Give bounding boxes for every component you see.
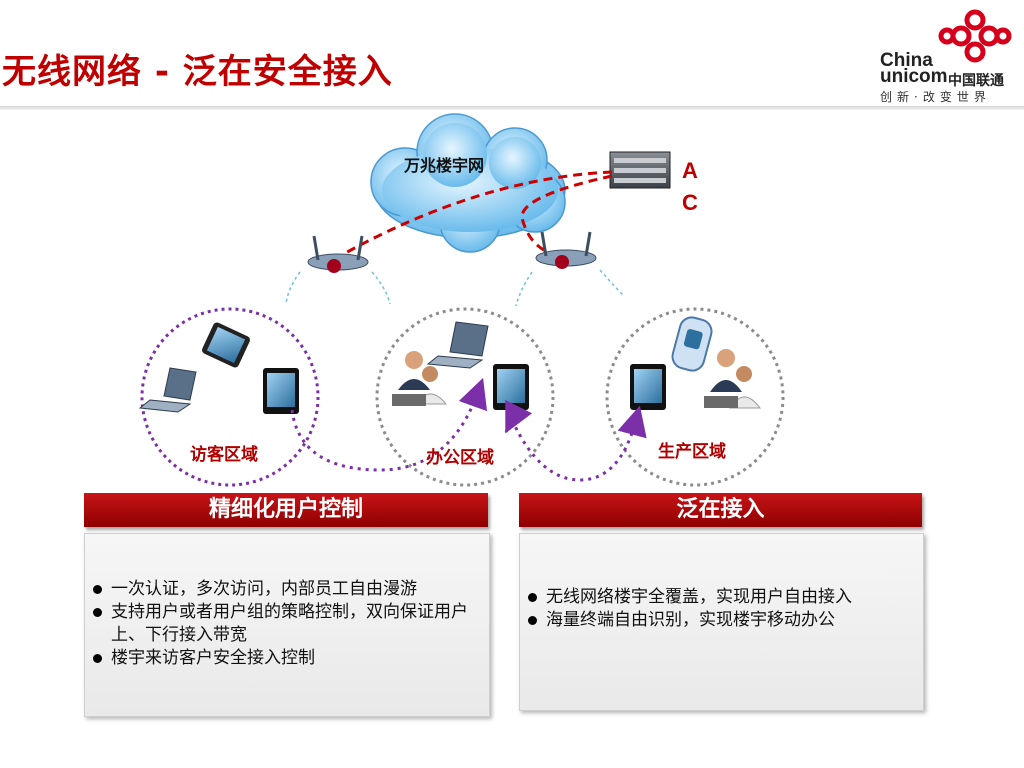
panel-body-ubiquitous-access: 无线网络楼宇全覆盖，实现用户自由接入 海量终端自由识别，实现楼宇移动办公	[519, 533, 924, 711]
zone-label-office: 办公区域	[426, 448, 494, 468]
handset-icon	[671, 316, 713, 372]
zone-circle-office	[375, 307, 555, 487]
list-item: 海量终端自由识别，实现楼宇移动办公	[526, 609, 913, 632]
laptop-icon	[138, 367, 197, 413]
laptop-icon	[426, 321, 489, 369]
tablet-icon	[493, 364, 529, 410]
list-item: 无线网络楼宇全覆盖，实现用户自由接入	[526, 586, 913, 609]
zone-label-production: 生产区域	[658, 442, 726, 462]
panel-body-user-control: 一次认证，多次访问，内部员工自由漫游 支持用户或者用户组的策略控制，双向保证用户…	[84, 533, 490, 717]
zone-circle-production	[605, 307, 785, 487]
smartphone-icon	[202, 322, 250, 368]
ac-label-c: C	[682, 190, 698, 215]
title-divider	[0, 106, 1024, 110]
roaming-path	[510, 405, 647, 482]
ac-controller-icon	[609, 151, 671, 189]
logo-brand-line2: unicom	[880, 66, 948, 87]
access-point-right-icon	[515, 231, 625, 307]
office-workers-icon	[704, 349, 761, 409]
ac-label-a: A	[682, 158, 698, 183]
panel-header-ubiquitous-access: 泛在接入	[519, 493, 922, 527]
list-item: 楼宇来访客户安全接入控制	[91, 647, 479, 670]
network-diagram	[138, 113, 785, 487]
zone-circle-visitor	[140, 307, 320, 487]
office-workers-icon	[392, 351, 448, 406]
unicom-knot-logo	[938, 9, 1012, 63]
logo-slogan: 创新·改变世界	[880, 90, 991, 104]
tablet-icon	[630, 364, 666, 410]
cloud-shape	[370, 113, 566, 253]
roaming-path	[504, 399, 533, 434]
panel-header-user-control: 精细化用户控制	[84, 493, 488, 527]
logo-brand-line1: China	[880, 50, 933, 71]
page-title: 无线网络 - 泛在安全接入	[2, 52, 393, 92]
zone-label-visitor: 访客区域	[190, 445, 258, 465]
ac-link-right	[520, 174, 613, 258]
tablet-icon	[263, 368, 299, 414]
logo-brand-cn: 中国联通	[948, 72, 1004, 88]
access-point-left-icon	[285, 235, 391, 305]
roaming-path	[290, 377, 488, 472]
ac-link-left	[339, 170, 613, 258]
list-item: 一次认证，多次访问，内部员工自由漫游	[91, 578, 479, 601]
cloud-label: 万兆楼宇网	[404, 156, 485, 175]
list-item: 支持用户或者用户组的策略控制，双向保证用户上、下行接入带宽	[91, 601, 479, 647]
